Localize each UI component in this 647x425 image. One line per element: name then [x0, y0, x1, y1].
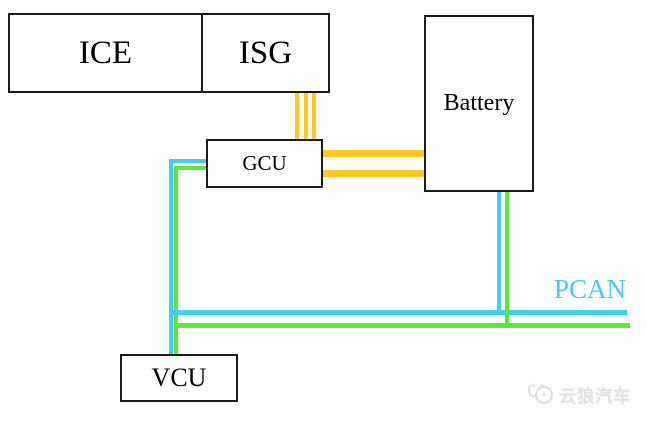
- ice-label: ICE: [78, 34, 133, 71]
- gcu-battery-power-line-1: [323, 150, 424, 157]
- ccan-bus-line: [174, 323, 630, 328]
- isg-gcu-power-line-3: [312, 92, 316, 140]
- wolf-logo-icon: [527, 381, 555, 407]
- battery-block: Battery: [424, 15, 534, 192]
- vcu-label: VCU: [151, 363, 207, 392]
- gcu-label: GCU: [242, 151, 287, 175]
- gcu-vcu-pcan-line-horizontal: [169, 159, 206, 163]
- pcan-bus-label: PCAN: [554, 274, 627, 304]
- gcu-battery-power-line-2: [323, 170, 424, 177]
- ice-block: ICE: [8, 13, 203, 93]
- battery-pcan-line-vertical: [497, 192, 501, 315]
- isg-gcu-power-line-2: [304, 92, 308, 140]
- pcan-bus-line: [169, 310, 627, 315]
- isg-label: ISG: [238, 34, 293, 71]
- battery-label: Battery: [443, 90, 515, 116]
- isg-block: ISG: [201, 13, 330, 93]
- gcu-vcu-ccan-line-horizontal: [174, 166, 206, 170]
- gcu-block: GCU: [206, 139, 323, 188]
- gcu-vcu-ccan-line-vertical: [174, 166, 178, 354]
- vcu-block: VCU: [120, 354, 238, 402]
- gcu-vcu-pcan-line-vertical: [169, 159, 173, 354]
- battery-ccan-line-vertical: [505, 192, 509, 328]
- watermark: 云狼汽车: [527, 381, 631, 407]
- isg-gcu-power-line-1: [295, 92, 299, 140]
- watermark-text: 云狼汽车: [559, 386, 631, 406]
